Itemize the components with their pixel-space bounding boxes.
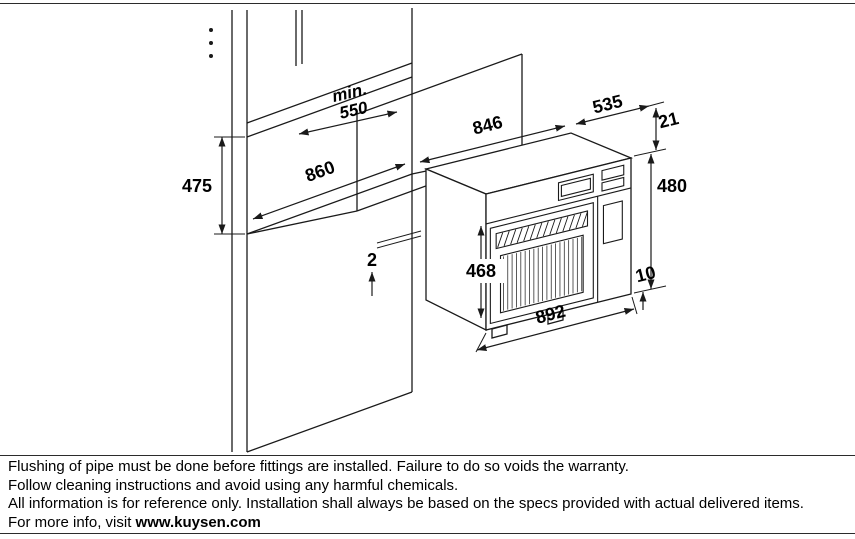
oven <box>423 132 634 339</box>
control-button <box>602 177 624 191</box>
dim-480-label: 480 <box>657 176 687 196</box>
dim-bottom-overlap: 10 <box>633 262 658 310</box>
dim-niche-height: 475 <box>182 136 245 235</box>
dim-top-overlap: 21 <box>633 108 681 157</box>
oven-front-face <box>485 157 632 331</box>
separator-line <box>0 455 855 456</box>
oven-display <box>559 174 594 200</box>
control-button <box>602 165 624 180</box>
note-line-4-prefix: For more info, visit <box>8 513 136 531</box>
handle-hatch <box>498 212 588 248</box>
window-hatch <box>503 237 581 311</box>
dim-oven-front-height: 480 <box>633 154 687 294</box>
note-line-2: Follow cleaning instructions and avoid u… <box>8 476 459 494</box>
note-line-4: For more info, visit www.kuysen.com <box>8 514 848 533</box>
bottom-border <box>0 533 855 534</box>
dim-niche-depth: min. 550 <box>298 80 398 136</box>
control-panel-divider <box>486 188 631 224</box>
dim-10-label: 10 <box>633 262 657 286</box>
dim-2-label: 2 <box>367 250 377 270</box>
oven-display-screen <box>561 178 590 196</box>
website-url: www.kuysen.com <box>135 513 261 531</box>
oven-left-face <box>425 168 487 332</box>
label-backing <box>458 259 504 283</box>
notes: Flushing of pipe must be done before fit… <box>8 458 848 532</box>
dim-niche-width: 860 <box>252 157 406 220</box>
dim-oven-body-height: 468 <box>458 226 504 318</box>
top-border <box>0 3 855 4</box>
oven-handle <box>496 211 587 249</box>
oven-front-details <box>486 163 631 330</box>
oven-door-window <box>501 235 584 313</box>
installation-diagram: 475 860 min. 550 <box>182 8 855 453</box>
dim-468-label: 468 <box>466 261 496 281</box>
control-strip <box>603 201 622 244</box>
dim-oven-depth: 535 <box>575 91 665 126</box>
dim-rear-gap: 2 <box>367 230 422 296</box>
dim-846-label: 846 <box>471 112 505 139</box>
continuation-dots-icon <box>209 28 213 58</box>
dim-475-label: 475 <box>182 176 212 196</box>
note-line-3: All information is for reference only. I… <box>8 495 804 512</box>
note-line-1: Flushing of pipe must be done before fit… <box>8 458 629 475</box>
dim-860-label: 860 <box>302 157 337 186</box>
dim-21-label: 21 <box>656 108 680 132</box>
